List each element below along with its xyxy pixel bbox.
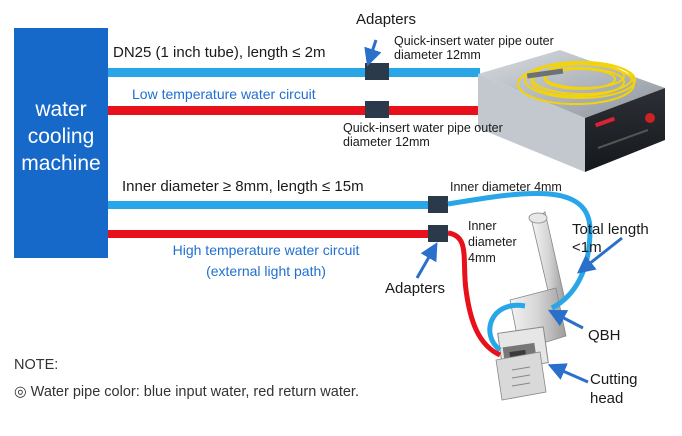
inner-8mm-label: Inner diameter ≥ 8mm, length ≤ 15m (122, 178, 364, 195)
adapter-top-blue (365, 63, 389, 80)
adapter-top-red (365, 101, 389, 118)
adapter-bottom-red (428, 225, 448, 242)
machine-label: water cooling machine (21, 98, 101, 175)
adapters-bottom-label: Adapters (385, 280, 446, 297)
low-temp-red-pipe (108, 106, 480, 115)
blue-hose-loop (487, 302, 526, 352)
arrow-qbh (548, 309, 584, 330)
arrow-adapters-bottom (415, 242, 438, 279)
quick-insert-bottom-label: Quick-insert water pipe outer diameter 1… (343, 121, 503, 150)
note-text: ◎ Water pipe color: blue input water, re… (14, 384, 359, 400)
arrow-adapters-top (364, 39, 382, 67)
adapter-bottom-blue (428, 196, 448, 213)
high-temp-red-pipe (108, 230, 428, 238)
fiber-laser-unit (478, 50, 665, 172)
total-length-label: Total length <1m (572, 221, 668, 257)
low-temp-label: Low temperature water circuit (132, 86, 316, 102)
qbh-label: QBH (588, 327, 621, 344)
quick-insert-top-label: Quick-insert water pipe outer diameter 1… (394, 34, 564, 63)
quick-insert-top-text: Quick-insert water pipe outer diameter 1… (394, 34, 554, 63)
inner-4mm-mid-text: Inner diameter 4mm (468, 219, 517, 265)
inner-4mm-mid-label: Inner diameter 4mm (468, 218, 530, 266)
total-length-text: Total length <1m (572, 221, 649, 256)
cutting-head-text: Cutting head (590, 371, 638, 407)
red-hose-head (447, 230, 502, 358)
high-temp-text: High temperature water circuit (external… (172, 242, 360, 279)
adapters-top-label: Adapters (356, 11, 417, 28)
dn25-label: DN25 (1 inch tube), length ≤ 2m (113, 44, 326, 61)
low-temp-blue-pipe (108, 68, 480, 77)
quick-insert-bottom-text: Quick-insert water pipe outer diameter 1… (343, 121, 503, 150)
water-cooling-machine: water cooling machine (14, 28, 108, 258)
note-title: NOTE: (14, 357, 59, 373)
arrow-cutting-head (547, 363, 589, 384)
fiber-connector (526, 68, 564, 79)
inner-4mm-top-label: Inner diameter 4mm (450, 180, 562, 194)
cutting-head-label: Cutting head (590, 370, 660, 408)
high-temp-label: High temperature water circuit (external… (146, 240, 386, 282)
blue-hose-head (447, 190, 593, 311)
high-temp-blue-pipe (108, 201, 428, 209)
arrow-total-length (576, 236, 623, 274)
